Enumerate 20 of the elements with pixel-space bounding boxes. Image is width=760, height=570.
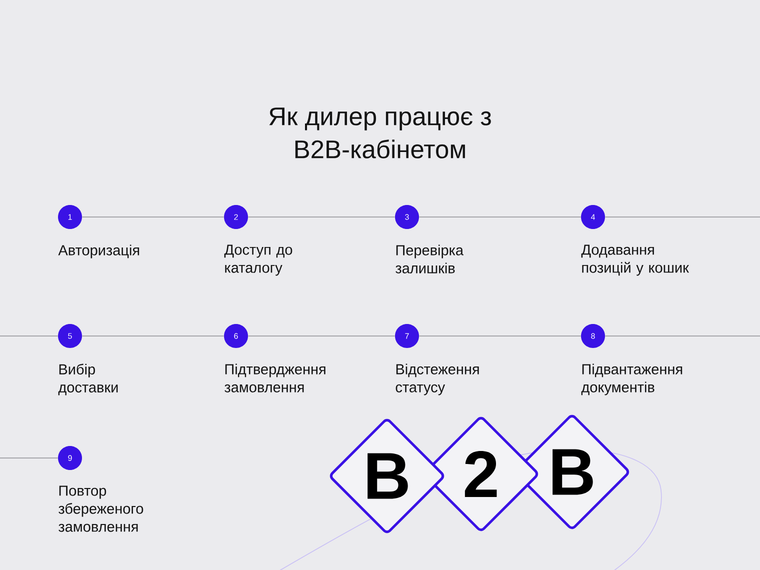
timeline-line <box>419 216 581 218</box>
timeline-line <box>82 335 224 337</box>
step-label: Підтвердження замовлення <box>224 364 326 392</box>
timeline-line <box>605 216 760 218</box>
step-label: Додавання позицій у кошик <box>581 244 689 276</box>
timeline-line <box>82 216 224 218</box>
title: Як дилер працює з B2B-кабінетом <box>269 108 491 158</box>
timeline-line <box>248 335 395 337</box>
step-label: Повтор збереженого замовлення <box>58 486 144 532</box>
timeline-line <box>419 335 581 337</box>
step-label: Доступ до каталогу <box>224 244 292 276</box>
timeline-line <box>0 457 58 459</box>
step-label: Вибір доставки <box>58 364 118 396</box>
timeline-line <box>605 335 760 337</box>
step-label: Підвантаження документів <box>581 364 682 396</box>
step-label: Перевірка залишків <box>396 244 464 274</box>
step-label: Авторизація <box>58 244 140 258</box>
timeline-line <box>248 216 395 218</box>
step-label: Відстеження статусу <box>396 364 479 396</box>
timeline-line <box>0 335 58 337</box>
